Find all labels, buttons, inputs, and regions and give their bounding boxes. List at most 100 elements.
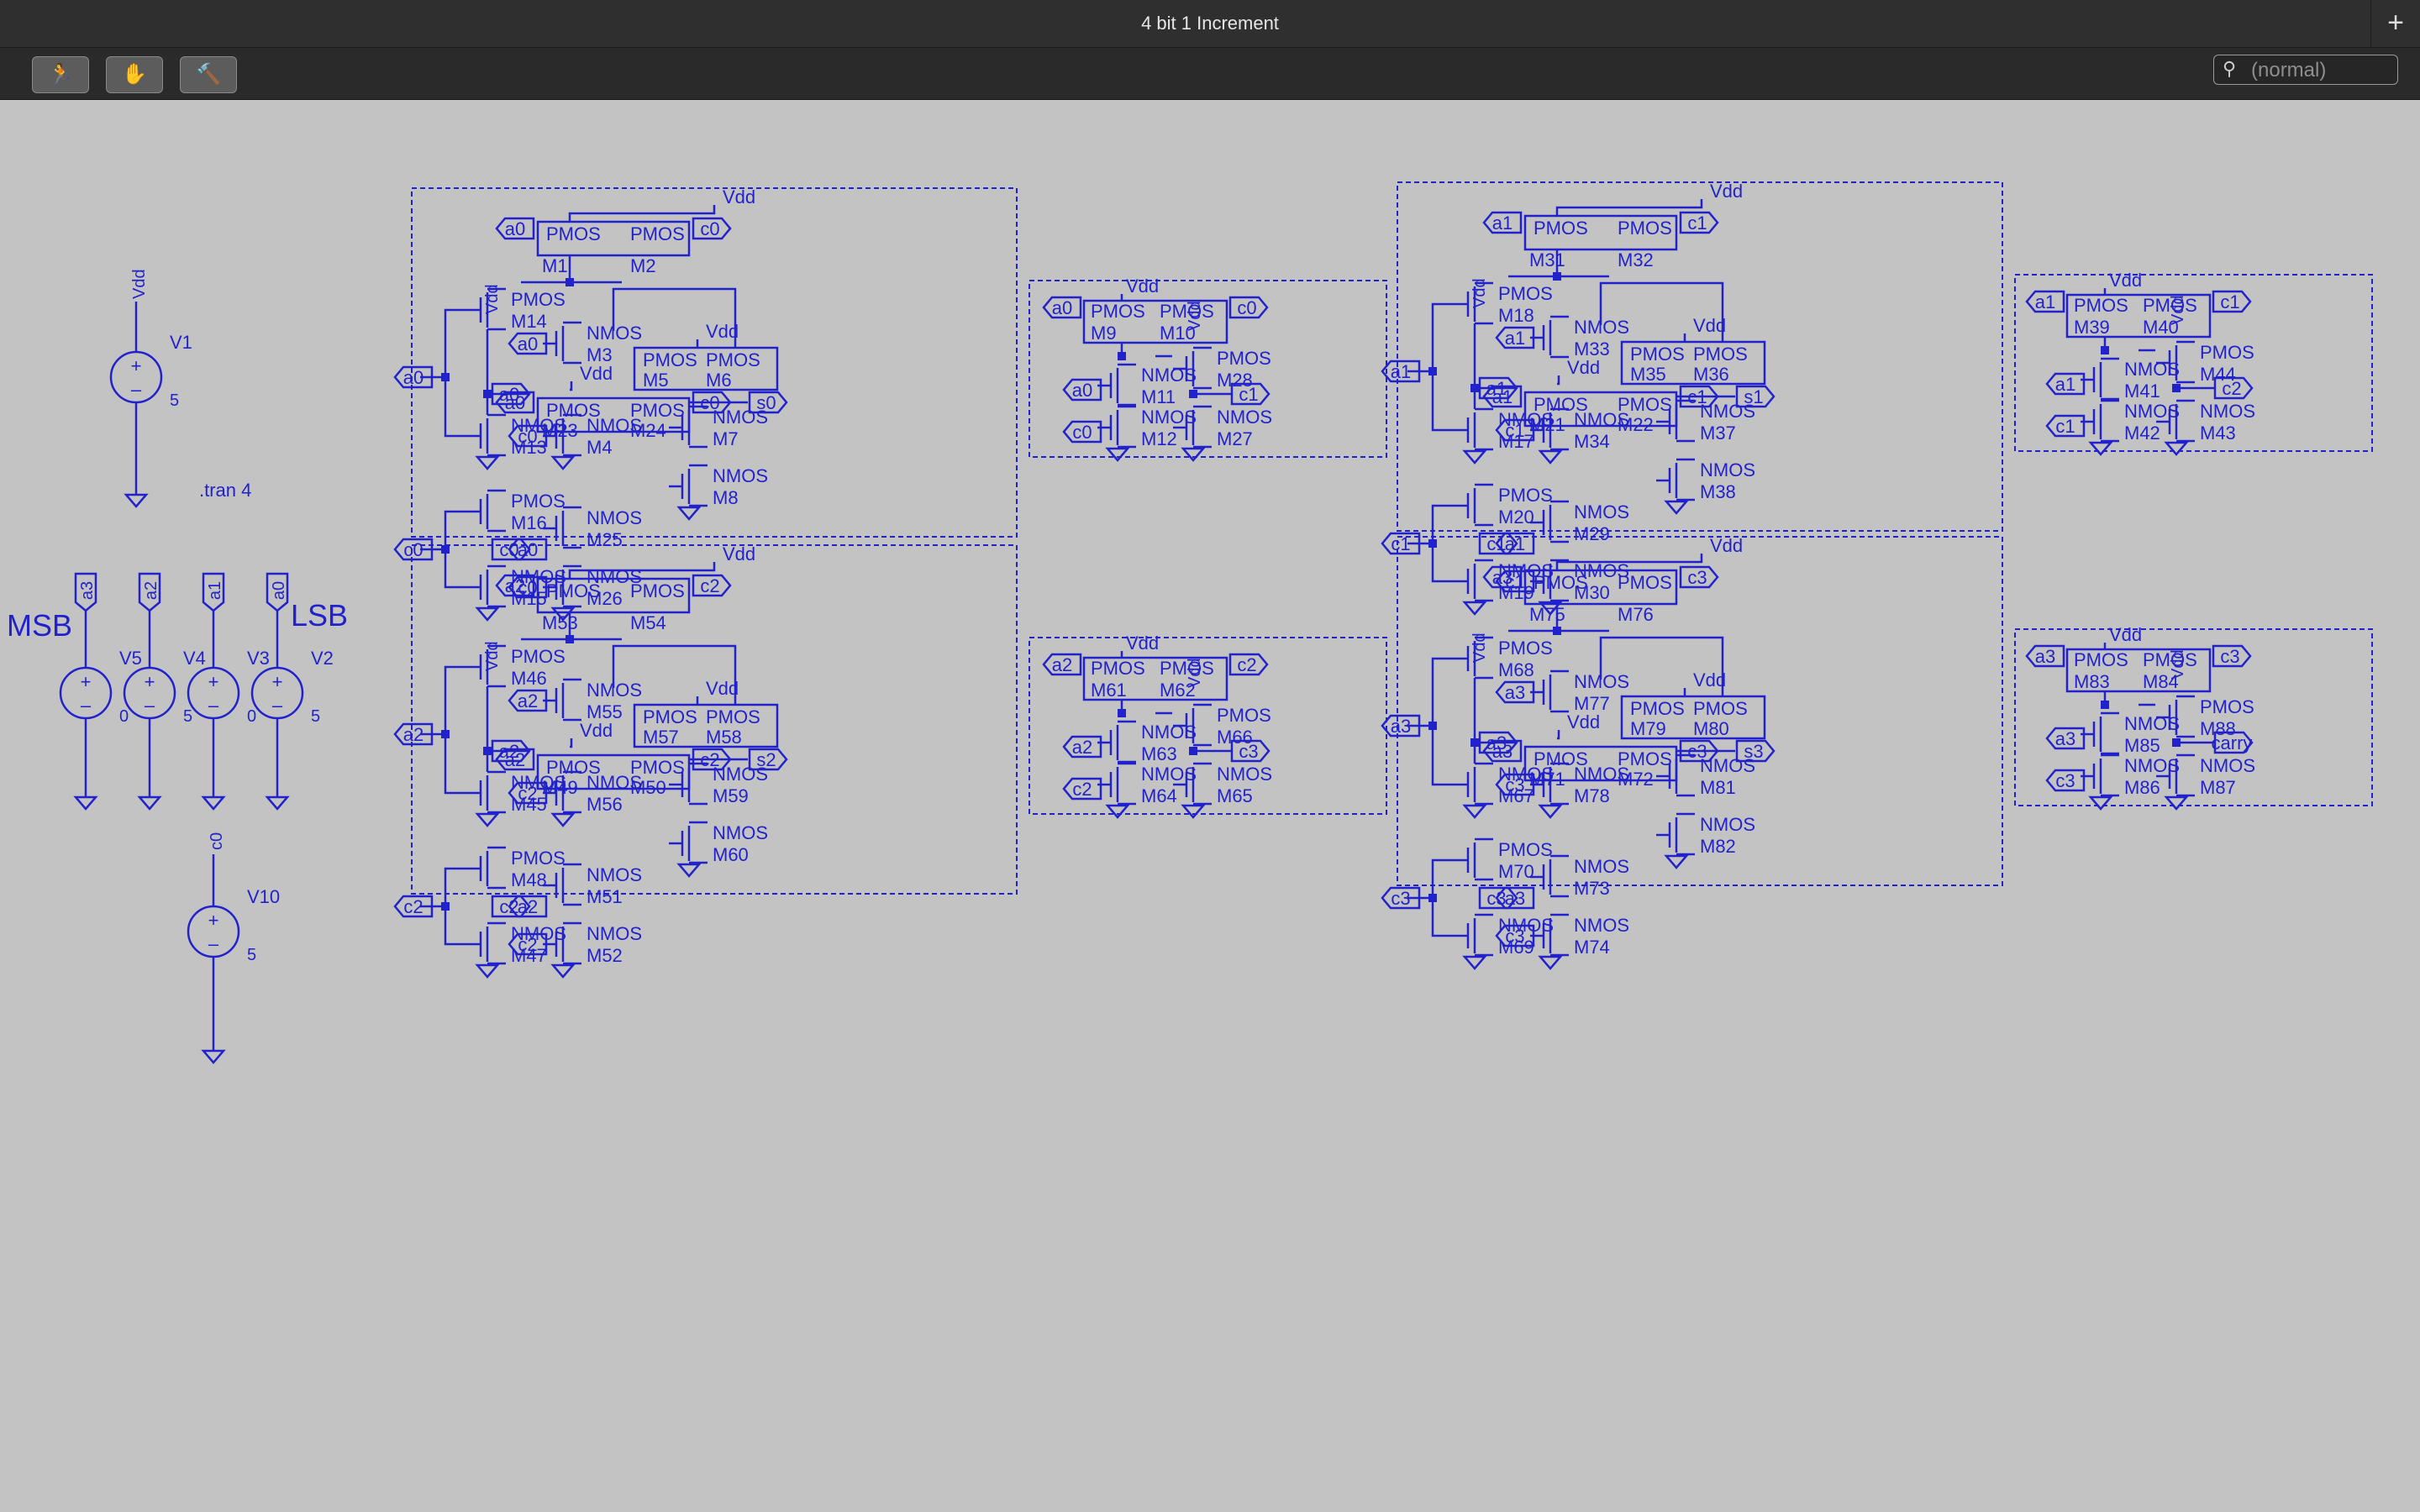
- net-flag: [2045, 727, 2086, 750]
- device-label: M44: [2200, 364, 2236, 385]
- pmos-pair: [536, 753, 691, 790]
- schematic-label: PMOS: [546, 757, 601, 778]
- search-field[interactable]: ⚲ (normal): [2213, 55, 2398, 85]
- junction-dot: [441, 545, 450, 554]
- device-type-label: PMOS: [1498, 638, 1553, 659]
- net-flag: [2212, 644, 2252, 668]
- device-label: M37: [1700, 423, 1736, 444]
- schematic-label: PMOS: [1693, 698, 1748, 719]
- schematic-label: Vdd: [2169, 295, 2187, 325]
- net-label: a2: [518, 690, 538, 711]
- schematic-label: M39: [2074, 317, 2110, 338]
- schematic-label: PMOS: [1618, 218, 1672, 239]
- device-label: M45: [511, 794, 547, 815]
- source-v3: a1+–V30: [187, 572, 270, 811]
- schematic-label: M23: [542, 420, 578, 441]
- ground-symbol: [2088, 795, 2113, 811]
- net-label: a2: [505, 575, 525, 596]
- net-flag: [495, 391, 535, 414]
- schematic-label: M24: [630, 420, 666, 441]
- wire: [1557, 375, 1560, 386]
- schematic-label: –: [208, 695, 219, 716]
- schematic-label: PMOS: [630, 580, 685, 601]
- junction-dot: [1428, 894, 1437, 902]
- source-name: V3: [247, 648, 270, 669]
- vdd-label: Vdd: [1567, 711, 1600, 732]
- device-type-label: PMOS: [1498, 839, 1553, 860]
- pmos-pair: [1082, 299, 1228, 344]
- net-label: a2: [142, 581, 160, 600]
- pmos-pair: [2065, 293, 2212, 339]
- net-flag: [1495, 326, 1535, 349]
- net-flag: [491, 382, 531, 406]
- junction-dot: [2172, 738, 2181, 747]
- device-label: M26: [587, 588, 623, 609]
- net-flag: [692, 574, 732, 597]
- device-label: M77: [1574, 693, 1610, 714]
- net-flag: [1679, 739, 1719, 763]
- wire: [568, 205, 716, 222]
- net-flag: [1042, 296, 1082, 319]
- net-flag: [1482, 739, 1523, 763]
- hand-icon[interactable]: ✋: [106, 56, 163, 93]
- net-flag: [508, 332, 548, 355]
- device-label: M33: [1574, 339, 1610, 360]
- schematic-label: M83: [2074, 671, 2110, 692]
- net-label: a1: [1492, 213, 1512, 234]
- net-flag: [2045, 372, 2086, 396]
- device-type-label: NMOS: [713, 407, 768, 428]
- net-label: c3: [2055, 770, 2075, 791]
- net-flag: [1228, 653, 1269, 676]
- net-flag: [393, 365, 434, 389]
- net-label: a1: [2035, 291, 2055, 312]
- net-label: s0: [756, 392, 776, 413]
- net-flag: [2045, 769, 2086, 792]
- schematic-label: PMOS: [630, 223, 685, 244]
- schematic-label: Vdd: [1186, 658, 1204, 688]
- junction-dot: [1470, 738, 1479, 747]
- schematic-label: M22: [1618, 414, 1654, 435]
- net-flag: [1478, 731, 1518, 754]
- net-label: c0: [518, 426, 537, 447]
- device-type-label: NMOS: [1700, 459, 1755, 480]
- net-label: a2: [403, 724, 424, 745]
- plus-icon[interactable]: +: [2370, 0, 2420, 47]
- net-flag: [508, 689, 548, 712]
- vdd-label: Vdd: [580, 720, 613, 741]
- ground-symbol: [550, 963, 576, 979]
- device-type-label: NMOS: [587, 507, 642, 528]
- net-flag: [393, 895, 434, 918]
- schematic-label: M49: [542, 777, 578, 798]
- schematic-label: PMOS: [706, 349, 760, 370]
- junction-dot: [441, 902, 450, 911]
- device-type-label: NMOS: [1141, 764, 1197, 785]
- ground-symbol: [550, 455, 576, 470]
- net-flag: [1062, 378, 1102, 402]
- device-label: M11: [1141, 386, 1176, 407]
- net-flag: [2213, 376, 2254, 400]
- net-flag: [495, 217, 535, 240]
- device-type-label: NMOS: [713, 822, 768, 843]
- net-flag: [495, 748, 535, 771]
- hammer-icon[interactable]: 🔨: [180, 56, 237, 93]
- net-label: c2: [518, 783, 537, 804]
- device-label: M85: [2124, 735, 2160, 756]
- window-title: 4 bit 1 Increment: [1141, 13, 1279, 34]
- net-label: s2: [756, 749, 776, 770]
- net-label: c3: [1687, 741, 1707, 762]
- net-flag: [138, 572, 161, 612]
- schematic-label: M76: [1618, 604, 1654, 625]
- schematic-label: M32: [1618, 249, 1654, 270]
- net-flag: [1482, 385, 1523, 408]
- schematic-label: Vdd: [1186, 301, 1204, 331]
- running-man-icon[interactable]: 🏃: [32, 56, 89, 93]
- net-label: c2: [403, 896, 423, 917]
- schematic-label: PMOS: [643, 706, 697, 727]
- schematic-label: PMOS: [2074, 649, 2128, 670]
- schematic-label: M54: [630, 612, 666, 633]
- wire: [1555, 199, 1703, 216]
- device-label: M70: [1498, 861, 1534, 882]
